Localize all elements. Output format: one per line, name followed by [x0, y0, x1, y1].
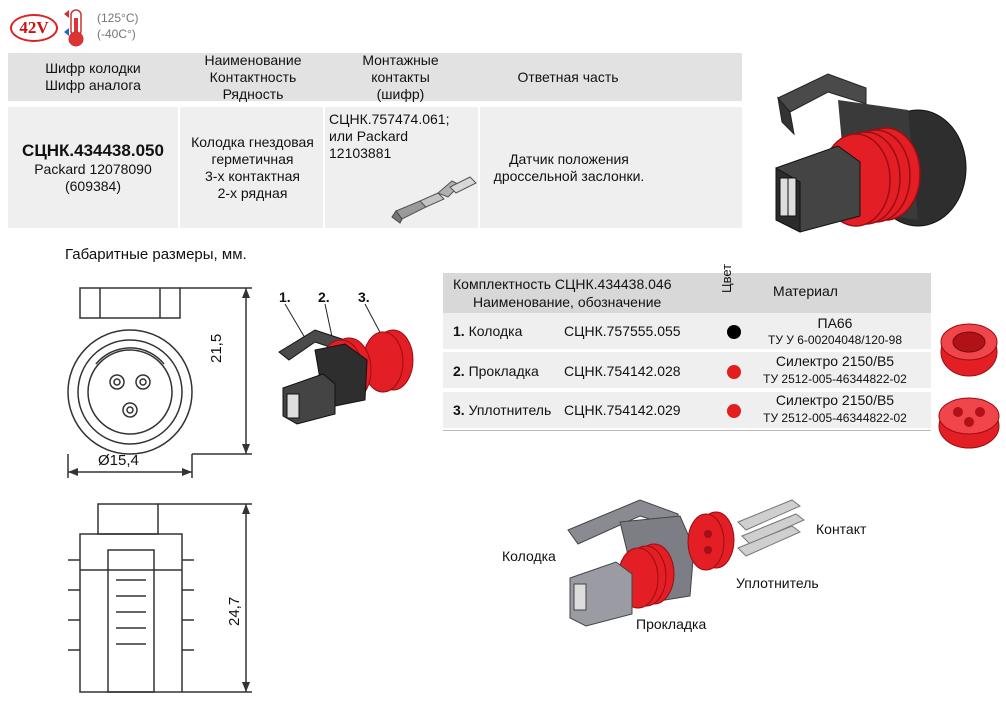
- row1-code: СЦНК.757555.055: [564, 323, 681, 339]
- name-line2: герметичная: [211, 150, 294, 167]
- contacts-line3: 12103881: [329, 145, 392, 161]
- contacts-line1: СЦНК.757474.061;: [329, 111, 450, 127]
- composition-row-1: [443, 313, 931, 349]
- dimensions-caption: Габаритные размеры, мм.: [65, 246, 247, 263]
- spec-table: Шифр колодки Шифр аналога Наименование К…: [8, 51, 742, 228]
- voltage-badge: 42V: [10, 14, 58, 42]
- row2-code: СЦНК.754142.028: [564, 363, 681, 379]
- analog-code-line1: Packard 12078090: [34, 160, 152, 177]
- row3-label: 3. Уплотнитель: [453, 402, 551, 418]
- analog-code-line2: (609384): [64, 177, 122, 194]
- connector-small-image: [278, 303, 414, 425]
- temperature-range: (125°C) (-40C°): [97, 10, 138, 42]
- mating-line2: дроссельной заслонки.: [493, 167, 645, 184]
- terminal-contact-image: [391, 176, 477, 224]
- composition-row-3: [443, 392, 931, 428]
- height-bottom-value: 24,7: [226, 596, 243, 626]
- assembly-exploded-image: [567, 499, 805, 627]
- header-contacts-line3: (шифр): [376, 85, 425, 102]
- row-mating: Датчик положения дроссельной заслонки.: [480, 107, 658, 228]
- composition-material-header: Материал: [773, 283, 838, 299]
- label-housing: Колодка: [502, 548, 556, 564]
- row2-label: 2. Прокладка: [453, 363, 539, 379]
- seal-image: [938, 397, 1000, 449]
- dimension-height-top: 21,5: [208, 334, 225, 363]
- row1-label: 1. Колодка: [453, 323, 522, 339]
- gasket-image: [940, 323, 998, 377]
- header-contacts-line2: контакты: [371, 68, 430, 85]
- connector-code: СЦНК.434438.050: [22, 140, 164, 160]
- row-contacts: СЦНК.757474.061; или Packard 12103881: [329, 111, 474, 162]
- temp-min: (-40C°): [97, 27, 136, 41]
- label-seal: Уплотнитель: [736, 575, 819, 591]
- row2-material: Силектро 2150/В5: [775, 353, 895, 369]
- header-name-line1: Наименование: [204, 51, 302, 68]
- header-contacts: Монтажные контакты (шифр): [328, 51, 473, 102]
- header-mating-text: Ответная часть: [517, 68, 619, 85]
- row2-name: Прокладка: [468, 363, 539, 379]
- composition-title-line1: Комплектность СЦНК.434438.046: [453, 276, 672, 292]
- dimension-height-bottom: 24,7: [226, 597, 243, 626]
- row1-material-spec: ТУ У 6-00204048/120-98: [767, 333, 902, 347]
- header-contacts-line1: Монтажные: [362, 51, 439, 68]
- name-line4: 2-х рядная: [217, 184, 288, 201]
- row1-color-dot: [727, 325, 741, 339]
- composition-color-header: Цвет: [719, 263, 734, 293]
- callout-1: 1.: [279, 289, 291, 305]
- spec-table-row: [8, 107, 742, 228]
- contacts-line2: или Packard: [329, 128, 409, 144]
- row3-code: СЦНК.754142.029: [564, 402, 681, 418]
- connector-3d-image: [775, 73, 967, 233]
- row3-color-dot: [727, 404, 741, 418]
- row2-num: 2.: [453, 363, 465, 379]
- callout-3: 3.: [358, 289, 370, 305]
- row3-num: 3.: [453, 402, 465, 418]
- side-view-drawing: [68, 503, 252, 693]
- height-top-value: 21,5: [208, 333, 225, 363]
- label-contact: Контакт: [816, 521, 867, 537]
- row1-num: 1.: [453, 323, 465, 339]
- spec-table-header: [8, 53, 742, 101]
- mating-line1: Датчик положения: [509, 150, 629, 167]
- header-mating: Ответная часть: [473, 53, 663, 101]
- front-view-drawing: [67, 287, 252, 478]
- header-code-line1: Шифр колодки: [45, 60, 141, 76]
- dimension-diameter: Ø15,4: [98, 452, 139, 469]
- thermometer-icon: [64, 9, 84, 47]
- row-name: Колодка гнездовая герметичная 3-х контак…: [180, 107, 325, 228]
- header-code: Шифр колодки Шифр аналога: [8, 53, 178, 101]
- header-code-line2: Шифр аналога: [45, 77, 141, 93]
- name-line3: 3-х контактная: [205, 167, 300, 184]
- row1-name: Колодка: [468, 323, 523, 339]
- row3-material: Силектро 2150/В5: [775, 392, 895, 408]
- name-line1: Колодка гнездовая: [191, 133, 314, 150]
- row3-name: Уплотнитель: [468, 402, 552, 418]
- header-name-line2: Контактность: [209, 68, 297, 85]
- composition-title-line2: Наименование, обозначение: [473, 294, 662, 310]
- row2-color-dot: [727, 365, 741, 379]
- callout-2: 2.: [318, 289, 330, 305]
- row-code: СЦНК.434438.050 Packard 12078090 (609384…: [8, 107, 178, 228]
- header-name-line3: Рядность: [222, 85, 284, 102]
- row2-material-spec: ТУ 2512-005-46344822-02: [763, 372, 907, 386]
- temp-max: (125°C): [97, 11, 139, 25]
- row1-material: ПА66: [817, 315, 853, 331]
- composition-row-2: [443, 352, 931, 388]
- row3-material-spec: ТУ 2512-005-46344822-02: [763, 411, 907, 425]
- label-gasket: Прокладка: [636, 616, 707, 632]
- composition-header: [443, 273, 931, 313]
- header-name: Наименование Контактность Рядность: [178, 51, 328, 102]
